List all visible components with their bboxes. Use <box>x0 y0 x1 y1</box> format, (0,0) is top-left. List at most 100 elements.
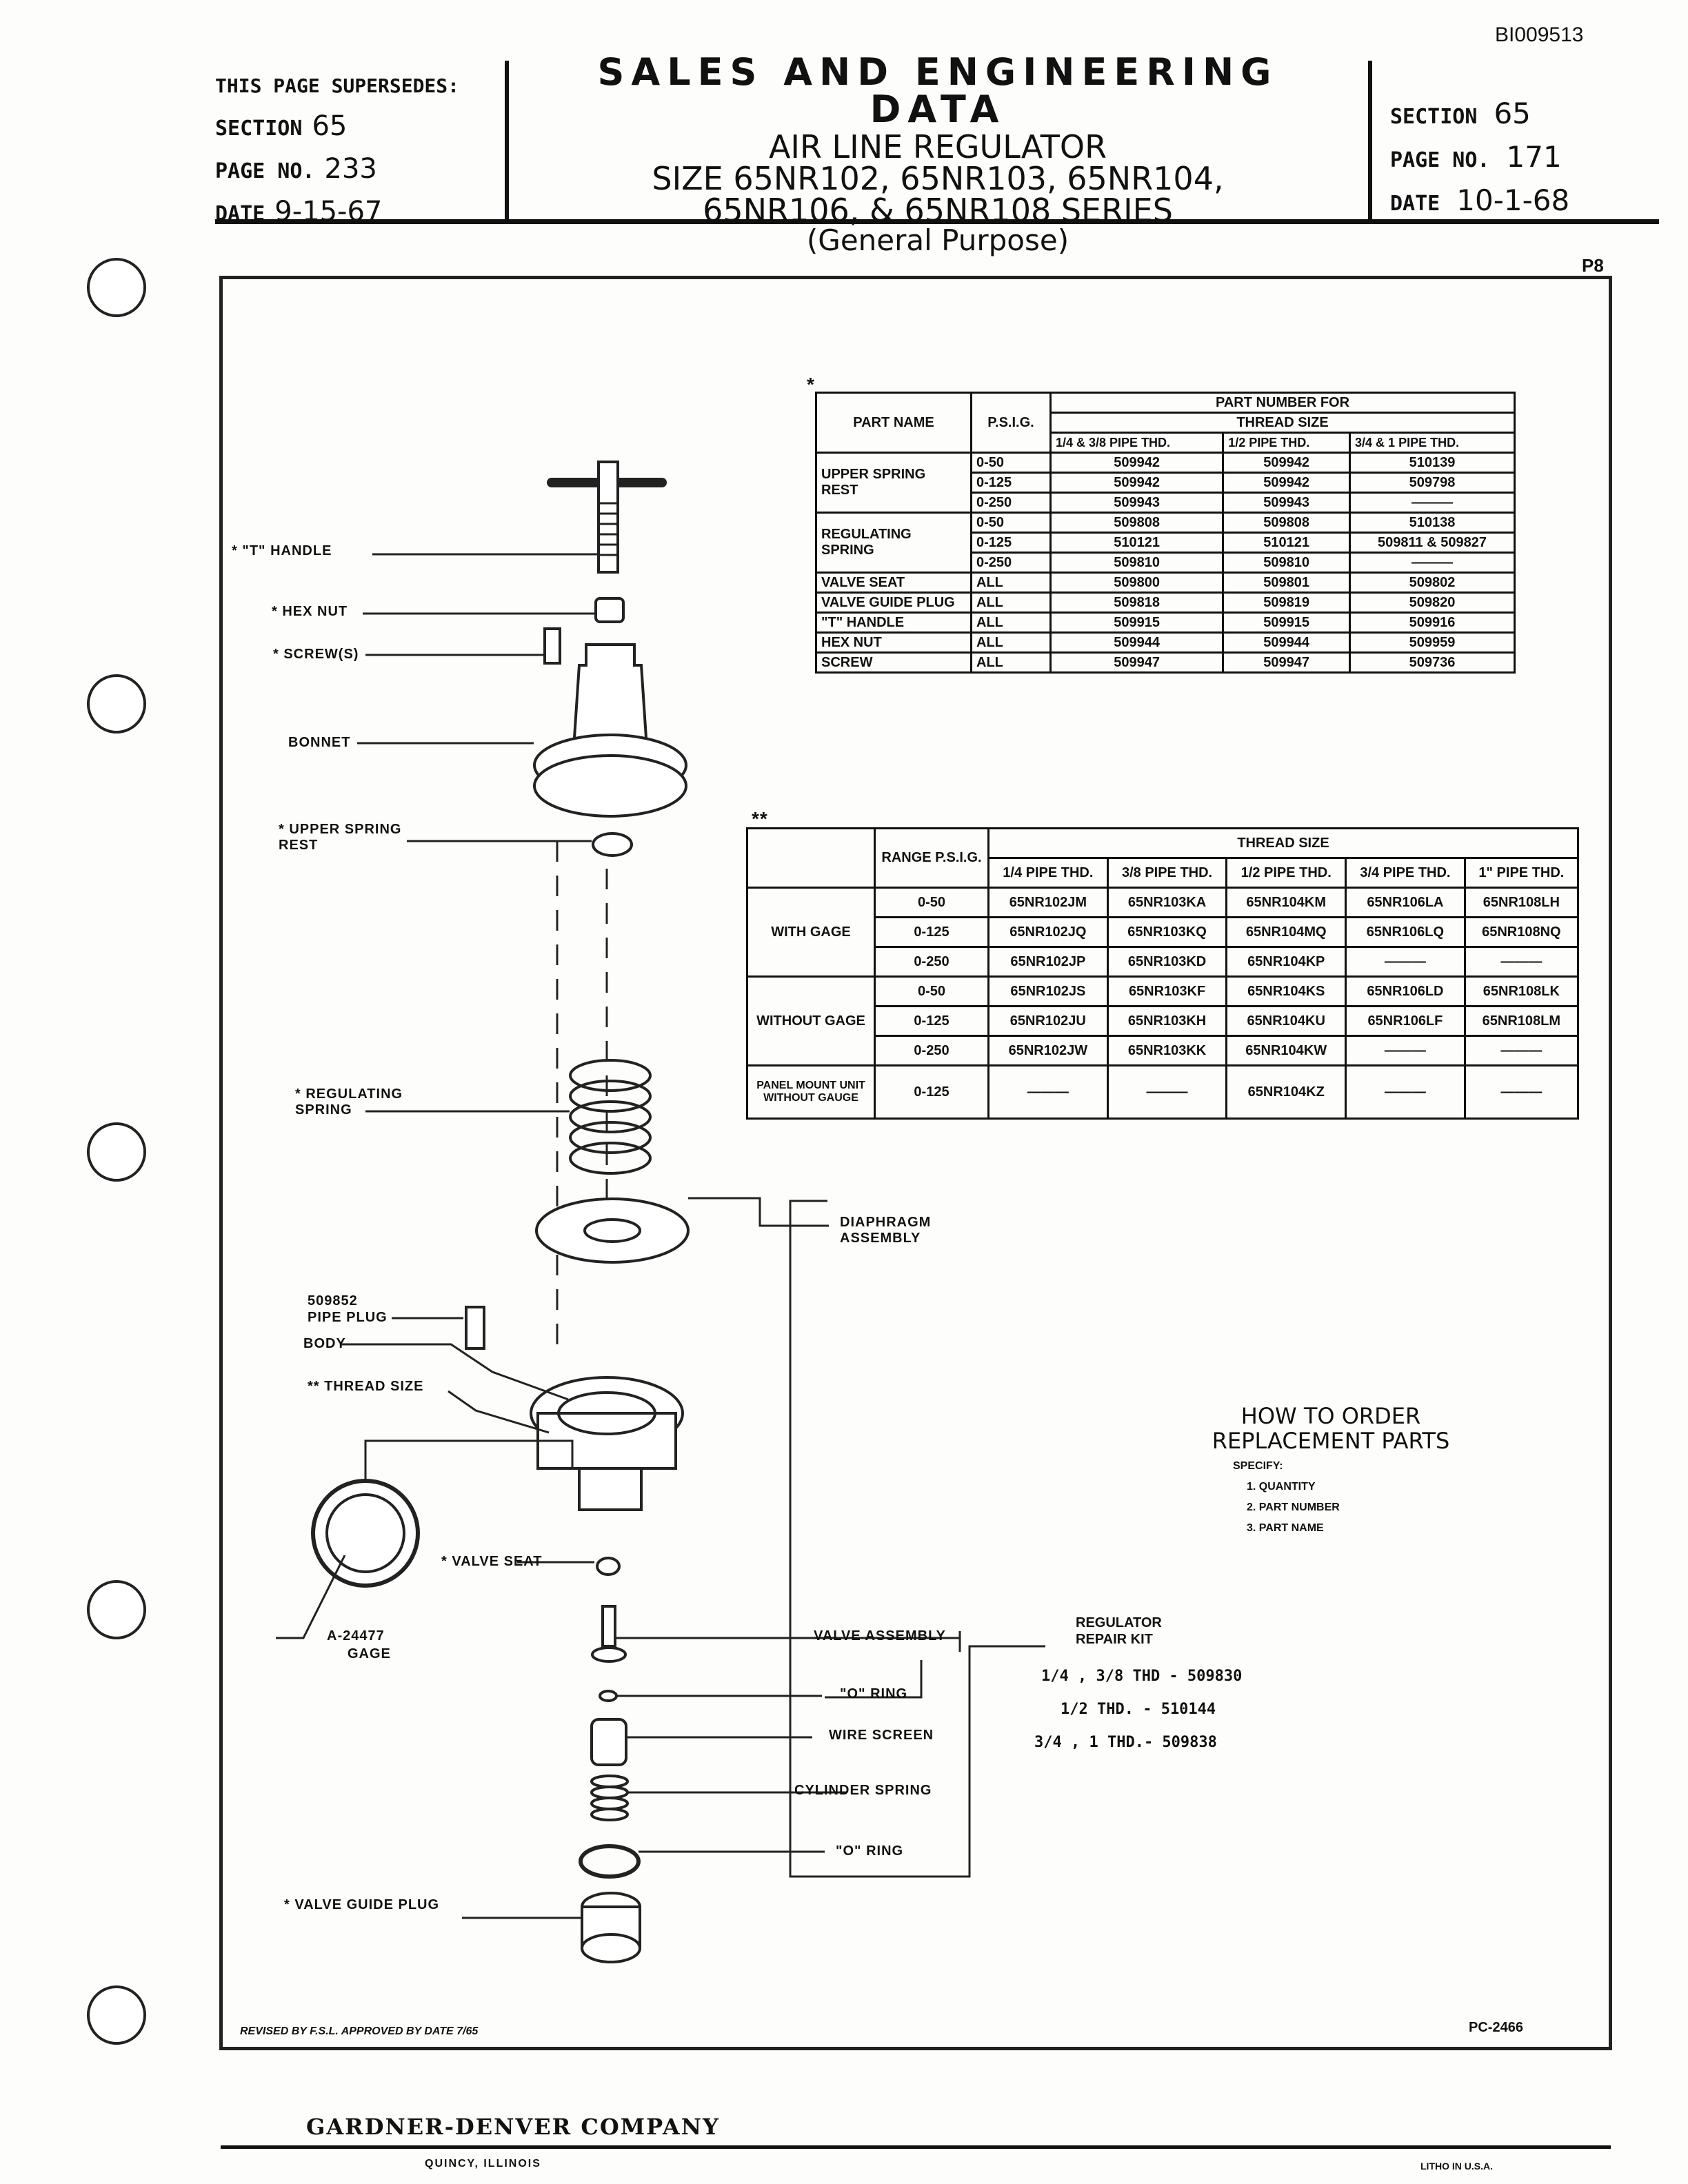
kit-title-2: REPAIR KIT <box>1076 1632 1153 1647</box>
parts-number-cell: 509819 <box>1222 592 1352 614</box>
label-screws: * SCREW(S) <box>273 647 359 662</box>
parts-number-cell: 509818 <box>1049 592 1225 614</box>
parts-header-part-number: PART NUMBER FOR <box>1049 392 1516 414</box>
model-number-cell: ——— <box>987 1064 1109 1120</box>
label-valve-assembly: VALVE ASSEMBLY <box>814 1628 946 1644</box>
binder-hole-5 <box>87 1985 146 2045</box>
document-id: BI009513 <box>1495 23 1584 46</box>
model-col-5: 1" PIPE THD. <box>1463 857 1580 889</box>
kit-row-1: 1/4 , 3/8 THD - 509830 <box>1041 1668 1243 1685</box>
parts-psig-cell: 0-50 <box>970 452 1052 474</box>
model-group-name: PANEL MOUNT UNIT WITHOUT GAUGE <box>746 1064 876 1120</box>
parts-number-cell: 509808 <box>1049 512 1225 534</box>
label-valve-guide-plug: * VALVE GUIDE PLUG <box>284 1897 440 1912</box>
model-number-cell: ——— <box>1463 946 1580 978</box>
parts-col-2: 1/2 PIPE THD. <box>1222 432 1352 454</box>
header-divider-left <box>505 61 509 221</box>
section-label: SECTION <box>1390 105 1478 129</box>
model-number-cell: 65NR103KQ <box>1106 916 1228 948</box>
parts-number-cell: 509800 <box>1049 572 1225 594</box>
label-thread-size: ** THREAD SIZE <box>308 1379 424 1394</box>
parts-number-cell: 510121 <box>1222 532 1352 554</box>
header-rule <box>215 219 1659 224</box>
kit-title-1: REGULATOR <box>1076 1615 1162 1630</box>
model-number-cell: ——— <box>1463 1035 1580 1066</box>
reference-bottom: PC-2466 <box>1469 2020 1523 2035</box>
model-number-cell: ——— <box>1345 1064 1466 1120</box>
parts-number-cell: 509943 <box>1222 492 1352 514</box>
model-col-3: 1/2 PIPE THD. <box>1225 857 1347 889</box>
parts-number-cell: 509947 <box>1049 651 1225 674</box>
model-number-cell: 65NR102JP <box>987 946 1109 978</box>
label-cylinder-spring: CYLINDER SPRING <box>794 1783 932 1798</box>
drawing-frame <box>219 276 1612 2050</box>
model-range-cell: 0-50 <box>874 887 989 918</box>
model-number-cell: 65NR103KK <box>1106 1035 1228 1066</box>
binder-hole-3 <box>87 1122 146 1182</box>
parts-number-cell: 510138 <box>1349 512 1516 534</box>
label-regulating-spring: * REGULATING SPRING <box>295 1086 403 1118</box>
header-line-2: SIZE 65NR102, 65NR103, 65NR104, <box>652 160 1224 197</box>
model-col-4: 3/4 PIPE THD. <box>1345 857 1466 889</box>
company-city: QUINCY, ILLINOIS <box>425 2158 541 2170</box>
model-number-cell: 65NR108LH <box>1463 887 1580 918</box>
model-number-cell: 65NR108NQ <box>1463 916 1580 948</box>
parts-part-name: VALVE GUIDE PLUG <box>815 592 972 614</box>
parts-number-cell: 509942 <box>1222 452 1352 474</box>
model-col-1: 1/4 PIPE THD. <box>987 857 1109 889</box>
label-gage-number: A-24477 <box>327 1628 385 1644</box>
binder-hole-2 <box>87 674 146 734</box>
order-specify-block: SPECIFY: 1. QUANTITY 2. PART NUMBER 3. P… <box>1233 1456 1340 1539</box>
parts-number-cell: 509942 <box>1222 472 1352 494</box>
label-diaphragm: DIAPHRAGM ASSEMBLY <box>840 1215 932 1246</box>
parts-number-cell: 509808 <box>1222 512 1352 534</box>
order-title-2: REPLACEMENT PARTS <box>1212 1428 1450 1454</box>
parts-number-cell: 509915 <box>1222 611 1352 634</box>
parts-psig-cell: ALL <box>970 572 1052 594</box>
label-hex-nut: * HEX NUT <box>272 604 348 619</box>
label-pipe-plug-number: 509852 <box>308 1293 358 1308</box>
parts-psig-cell: 0-125 <box>970 472 1052 494</box>
model-number-cell: 65NR104MQ <box>1225 916 1347 948</box>
model-number-cell: 65NR104KS <box>1225 975 1347 1007</box>
binder-hole-1 <box>87 258 146 317</box>
parts-psig-cell: 0-250 <box>970 492 1052 514</box>
parts-number-cell: 509820 <box>1349 592 1516 614</box>
model-range-cell: 0-125 <box>874 1005 989 1037</box>
supersedes-page-value: 233 <box>324 153 377 185</box>
model-number-cell: 65NR103KA <box>1106 887 1228 918</box>
kit-row-2: 1/2 THD. - 510144 <box>1061 1701 1216 1718</box>
parts-number-cell: 509943 <box>1049 492 1225 514</box>
parts-number-cell: 509944 <box>1049 631 1225 654</box>
order-item-1: 1. QUANTITY <box>1247 1481 1316 1493</box>
parts-psig-cell: 0-250 <box>970 552 1052 574</box>
model-number-cell: 65NR104KZ <box>1225 1064 1347 1120</box>
kit-row-3: 3/4 , 1 THD.- 509838 <box>1034 1734 1217 1751</box>
label-upper-spring-rest: * UPPER SPRING REST <box>279 822 402 853</box>
parts-number-cell: 509944 <box>1222 631 1352 654</box>
model-number-cell: ——— <box>1345 1035 1466 1066</box>
parts-part-name: UPPER SPRING REST <box>815 452 972 514</box>
model-number-cell: 65NR106LA <box>1345 887 1466 918</box>
parts-psig-cell: ALL <box>970 631 1052 654</box>
label-valve-seat: * VALVE SEAT <box>441 1554 543 1569</box>
parts-part-name: REGULATING SPRING <box>815 512 972 574</box>
parts-psig-cell: ALL <box>970 592 1052 614</box>
reference-top: P8 <box>1582 255 1604 276</box>
parts-table: PART NAME P.S.I.G. PART NUMBER FOR THREA… <box>815 392 1516 674</box>
parts-psig-cell: 0-50 <box>970 512 1052 534</box>
model-number-cell: ——— <box>1463 1064 1580 1120</box>
supersedes-page-label: PAGE NO. <box>215 159 315 183</box>
model-number-cell: 65NR102JQ <box>987 916 1109 948</box>
page-value: 171 <box>1506 140 1562 174</box>
parts-part-name: SCREW <box>815 651 972 674</box>
parts-number-cell: 509802 <box>1349 572 1516 594</box>
order-title-1: HOW TO ORDER <box>1240 1403 1421 1429</box>
